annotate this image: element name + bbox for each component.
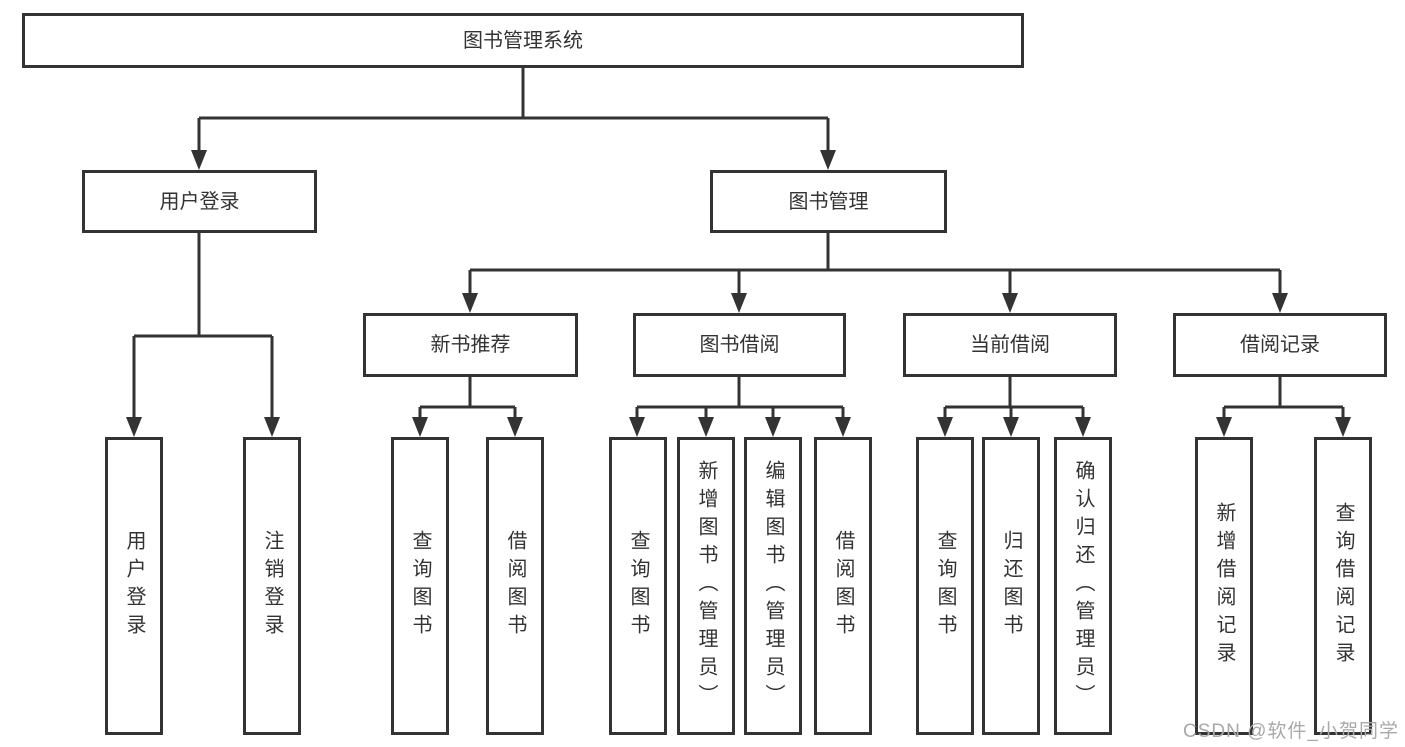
watermark: CSDN @软件_小贺同学 [1183, 721, 1399, 742]
leaf-nbr-borrow-books: 借阅图书 [486, 437, 544, 735]
node-user-login: 用户登录 [82, 170, 317, 233]
connector-root-to-level2 [197, 68, 830, 151]
leaf-bb-edit-books-admin: 编辑图书（管理员） [744, 437, 802, 735]
leaf-nbr-query-books: 查询图书 [391, 437, 449, 735]
connector-book-borrowing-to-leaves [635, 377, 845, 420]
node-new-book-recommend: 新书推荐 [363, 313, 578, 377]
leaf-bb-query-books: 查询图书 [609, 437, 667, 735]
node-root: 图书管理系统 [22, 13, 1024, 68]
connector-new-book-recommend-to-leaves [418, 377, 517, 420]
node-book-management: 图书管理 [710, 170, 947, 233]
connector-borrowing-records-to-leaves [1222, 377, 1345, 420]
node-current-borrowing: 当前借阅 [903, 313, 1117, 377]
leaf-bb-add-books-admin: 新增图书（管理员） [677, 437, 735, 735]
connector-book-management-to-level3 [468, 233, 1282, 296]
arrowhead-icons [126, 150, 1351, 437]
node-borrowing-records: 借阅记录 [1173, 313, 1387, 377]
node-book-borrowing: 图书借阅 [633, 313, 846, 377]
leaf-cb-return-books: 归还图书 [982, 437, 1040, 735]
connector-user-login-to-leaves [132, 233, 274, 420]
leaf-bb-borrow-books: 借阅图书 [814, 437, 872, 735]
leaf-cb-confirm-return-admin: 确认归还（管理员） [1054, 437, 1112, 735]
leaf-cb-query-books: 查询图书 [916, 437, 974, 735]
leaf-br-add-record: 新增借阅记录 [1195, 437, 1253, 735]
leaf-logout: 注销登录 [243, 437, 301, 735]
leaf-user-login: 用户登录 [105, 437, 163, 735]
connector-current-borrowing-to-leaves [943, 377, 1085, 420]
leaf-br-query-record: 查询借阅记录 [1314, 437, 1372, 735]
